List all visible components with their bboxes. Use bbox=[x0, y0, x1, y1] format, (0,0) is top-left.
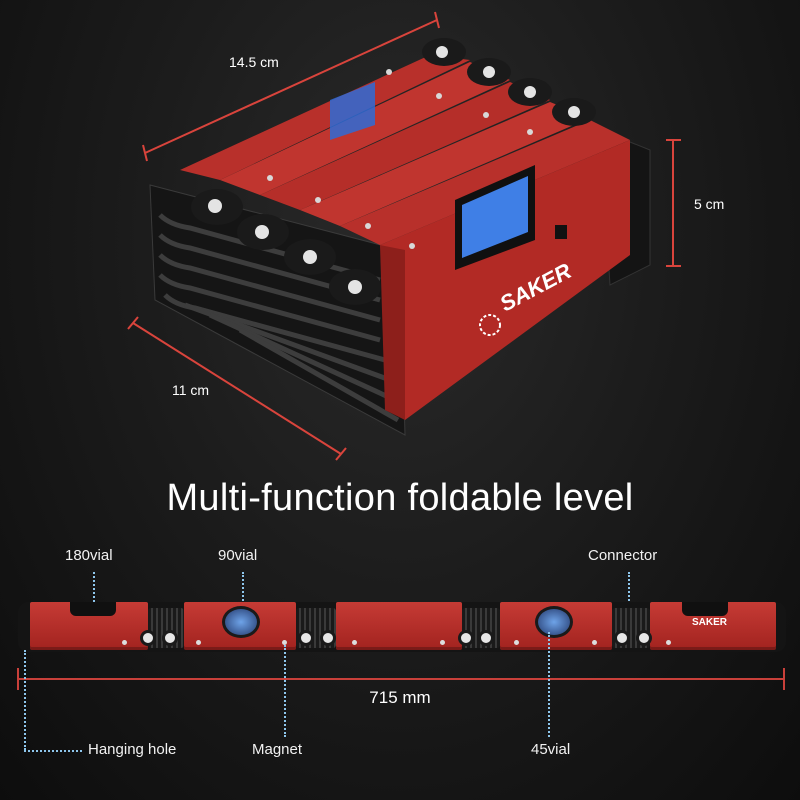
magnet-knob bbox=[320, 630, 336, 646]
magnet-knob bbox=[140, 630, 156, 646]
leader-hanging-hole bbox=[24, 650, 26, 750]
product-title: Multi-function foldable level bbox=[166, 477, 634, 519]
leader-hanging-hole-h bbox=[24, 750, 82, 752]
vial-window-45 bbox=[535, 606, 573, 638]
screw bbox=[282, 640, 287, 645]
screw bbox=[514, 640, 519, 645]
width-dimension-label: 11 cm bbox=[172, 382, 210, 398]
magnet-knob bbox=[636, 630, 652, 646]
callout-connector: Connector bbox=[588, 547, 658, 564]
dimension-tick-right bbox=[783, 668, 785, 690]
total-length-label: 715 mm bbox=[369, 688, 431, 707]
callout-45vial: 45vial bbox=[531, 741, 571, 758]
screw bbox=[196, 640, 201, 645]
magnet-knob bbox=[298, 630, 314, 646]
vial-window-end bbox=[682, 602, 728, 616]
dimension-tick-left bbox=[17, 668, 19, 690]
screw bbox=[440, 640, 445, 645]
leader-180vial bbox=[93, 572, 95, 602]
length-dimension-line bbox=[18, 678, 784, 680]
brand-logo-small: SAKER bbox=[692, 617, 728, 628]
vial-window-180 bbox=[70, 602, 116, 616]
magnet-knob bbox=[478, 630, 494, 646]
length-dimension-label: 14.5 cm bbox=[229, 54, 279, 70]
screw bbox=[592, 640, 597, 645]
folded-level-illustration: SAKER bbox=[127, 11, 681, 461]
callout-magnet: Magnet bbox=[252, 741, 303, 758]
magnet-knob bbox=[614, 630, 630, 646]
screw bbox=[352, 640, 357, 645]
magnet-knob bbox=[458, 630, 474, 646]
callout-90vial: 90vial bbox=[218, 547, 258, 564]
leader-connector bbox=[628, 572, 630, 612]
leader-90vial bbox=[242, 572, 244, 612]
height-dimension-label: 5 cm bbox=[694, 196, 725, 212]
magnet-knob bbox=[162, 630, 178, 646]
leader-45vial bbox=[548, 632, 550, 737]
vial-window-90 bbox=[222, 606, 260, 638]
leader-magnet bbox=[284, 645, 286, 737]
gear-logo-icon bbox=[479, 314, 501, 336]
screw bbox=[666, 640, 671, 645]
callout-180vial: 180vial bbox=[65, 547, 113, 564]
screw bbox=[122, 640, 127, 645]
callout-hanging-hole: Hanging hole bbox=[88, 741, 177, 758]
